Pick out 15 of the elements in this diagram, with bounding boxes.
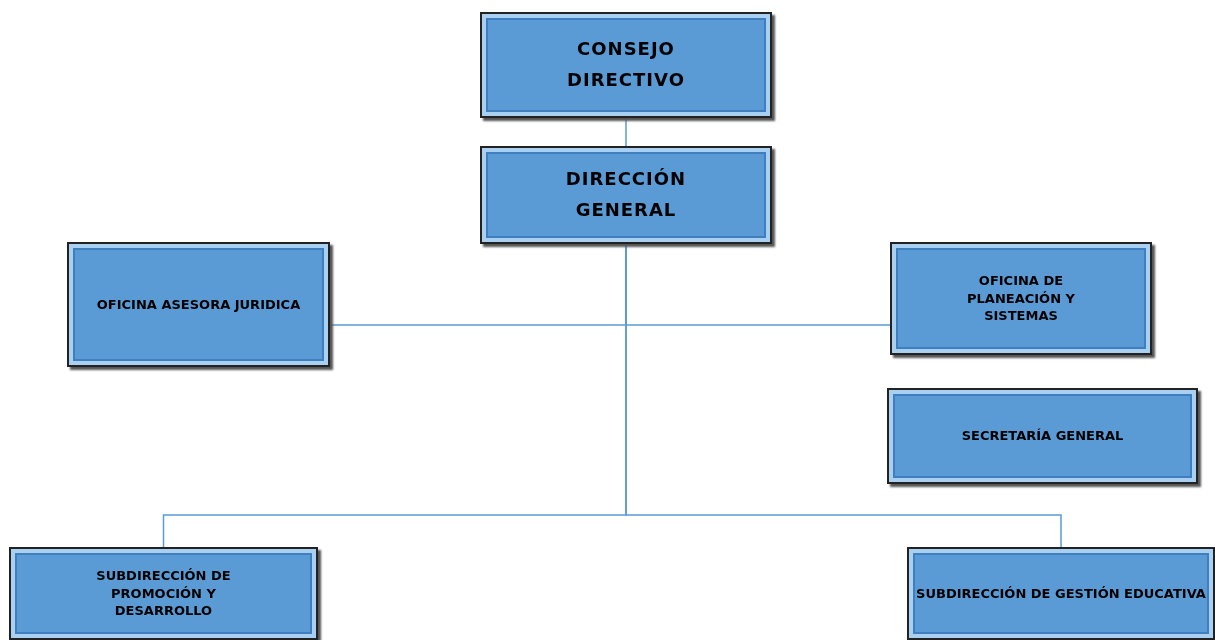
org-box (907, 547, 1215, 640)
org-box (480, 146, 772, 244)
connector-line (625, 117, 627, 147)
box-title: CONSEJO DIRECTIVO (566, 37, 686, 92)
org-box (890, 242, 1152, 355)
org-box (67, 242, 330, 367)
org-box (887, 388, 1198, 484)
box-title: SECRETARÍA GENERAL (961, 427, 1124, 445)
org-box (480, 12, 772, 118)
box-title: OFICINA DE PLANEACIÓN Y SISTEMAS (966, 272, 1076, 325)
org-box (9, 547, 318, 640)
box-title: SUBDIRECCIÓN DE GESTIÓN EDUCATIVA (916, 584, 1206, 603)
box-title: DIRECCIÓN GENERAL (564, 167, 688, 222)
box-title: OFICINA ASESORA JURIDICA (96, 295, 301, 314)
box-title: SUBDIRECCIÓN DE PROMOCIÓN Y DESARROLLO (95, 567, 232, 620)
